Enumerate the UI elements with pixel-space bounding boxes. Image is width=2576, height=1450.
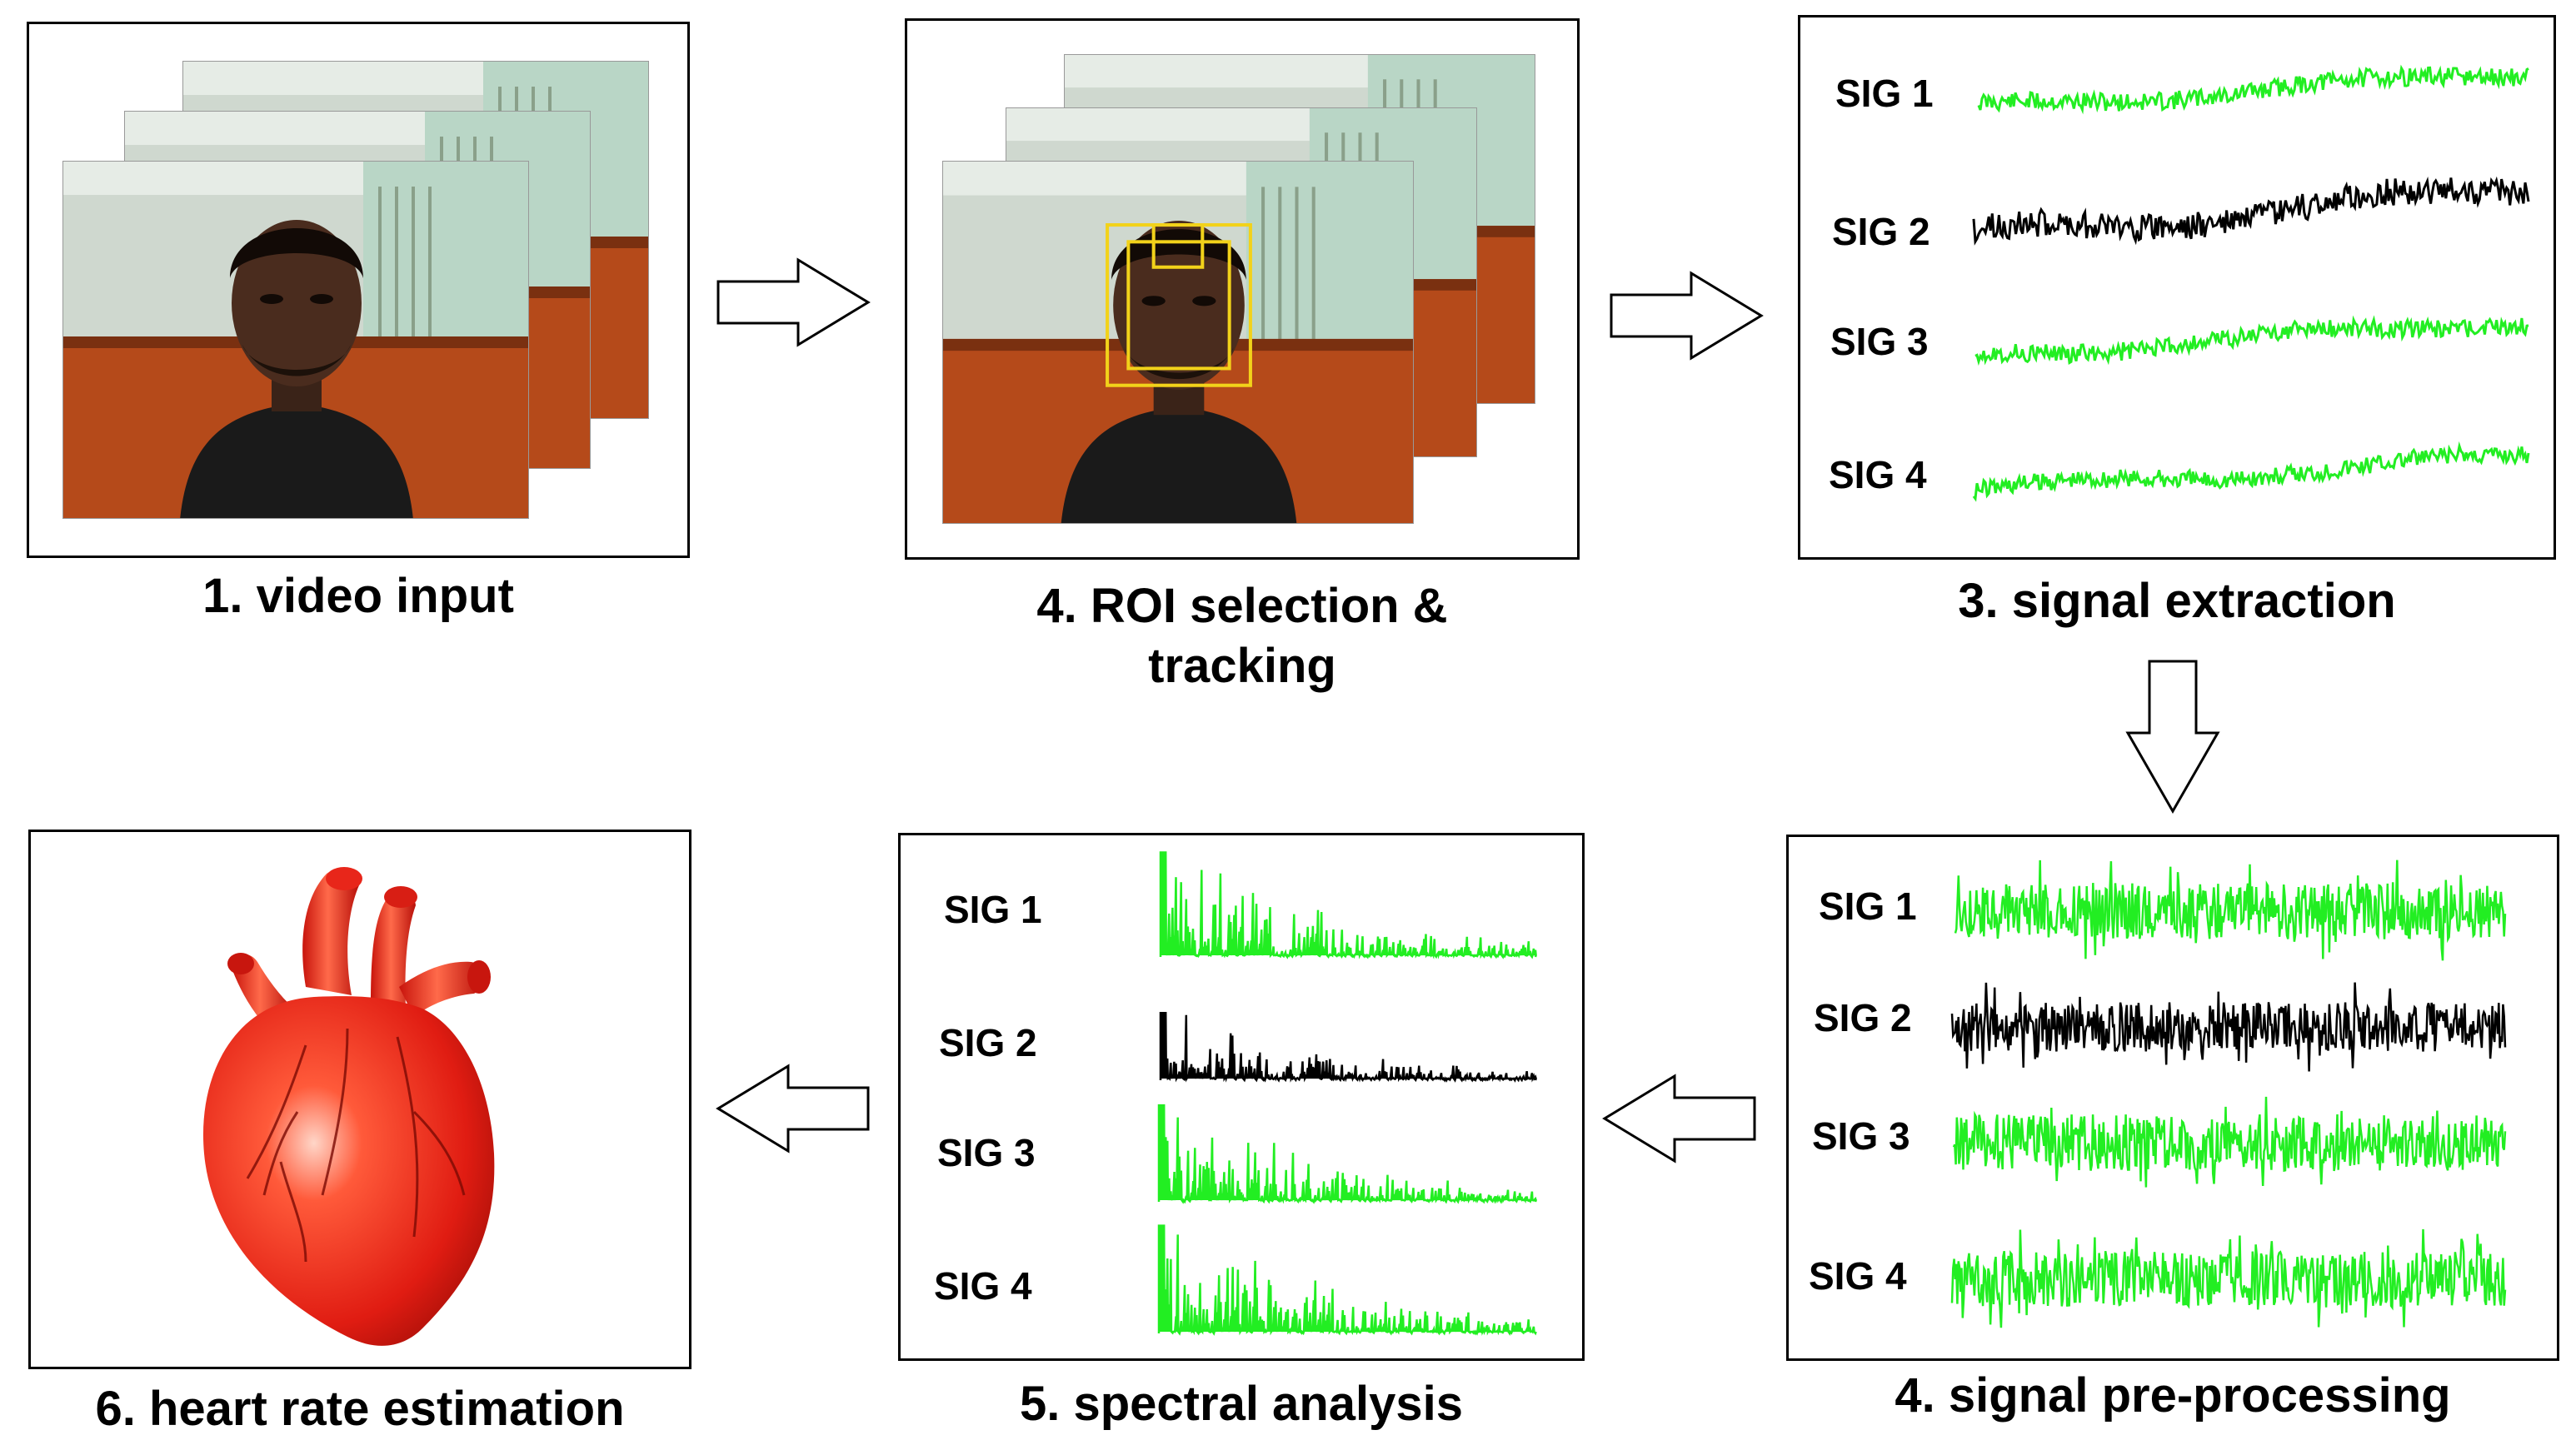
pre-sig1-trace [1954,860,2507,961]
extract-sig2-trace [1972,176,2530,246]
roi-caption-line1: 4. ROI selection & [1036,579,1448,633]
spectrum-line [1159,851,1537,959]
arrow-right-icon [716,257,871,347]
preprocessing-caption: 4. signal pre-processing [1895,1368,2451,1423]
arrow-down-icon [2125,660,2220,815]
spec-sig4-label: SIG 4 [934,1264,1032,1308]
spectral-analysis-panel: SIG 1 SIG 2 SIG 3 SIG 4 [898,833,1585,1361]
heart-rate-panel [28,830,691,1369]
spectrum-line [1159,1011,1537,1083]
extract-sig3-trace [1974,315,2529,366]
pre-sig3-trace [1952,1096,2507,1188]
filtered-signal-line [1950,982,2507,1072]
video-input-caption: 1. video input [202,569,514,623]
pre-sig4-label: SIG 4 [1809,1254,1907,1298]
spectrum-line [1157,1104,1537,1204]
roi-selection-caption: 4. ROI selection & tracking [905,576,1580,696]
extract-sig1-trace [1977,64,2529,115]
spec-sig2-label: SIG 2 [939,1021,1037,1064]
heart-organ-icon [202,867,495,1346]
roi-selection-panel [905,18,1580,560]
spectrum-line [1157,1224,1537,1336]
signal-extraction-caption: 3. signal extraction [1958,574,2396,628]
spectral-analysis-caption: 5. spectral analysis [1020,1377,1463,1431]
extract-sig3-label: SIG 3 [1830,320,1929,363]
preprocessing-panel: SIG 1 SIG 2 SIG 3 SIG 4 [1786,835,2559,1361]
filtered-signal-line [1954,860,2507,961]
spec-sig2-spectrum [1159,1011,1537,1083]
extract-sig1-label: SIG 1 [1835,72,1934,115]
spec-sig1-label: SIG 1 [944,888,1042,931]
extract-sig4-label: SIG 4 [1829,453,1927,496]
spec-sig3-label: SIG 3 [937,1131,1036,1174]
pre-sig2-label: SIG 2 [1814,996,1912,1039]
heart-rate-caption: 6. heart rate estimation [95,1382,625,1436]
signal-trace-line [1972,441,2530,502]
arrow-left-icon [1602,1074,1756,1163]
pre-sig2-trace [1950,982,2507,1072]
signal-trace-line [1977,64,2529,115]
video-frame-stack [29,24,687,556]
signal-trace-line [1972,176,2530,246]
video-frame-front [62,161,529,519]
roi-frame-front [942,161,1414,524]
spec-sig3-spectrum [1157,1104,1537,1204]
pre-sig4-trace [1950,1228,2507,1328]
arrow-right-icon [1610,271,1764,361]
pre-sig3-label: SIG 3 [1812,1114,1910,1158]
extract-sig4-trace [1972,441,2530,502]
spec-sig4-spectrum [1157,1224,1537,1336]
arrow-left-icon [716,1064,870,1154]
signal-extraction-panel: SIG 1 SIG 2 SIG 3 SIG 4 [1798,15,2556,560]
filtered-signal-line [1952,1096,2507,1188]
spec-sig1-spectrum [1159,851,1537,959]
extract-sig2-label: SIG 2 [1832,210,1930,253]
video-input-panel [27,22,690,558]
filtered-signal-line [1950,1228,2507,1328]
signal-trace-line [1974,315,2529,366]
roi-caption-line2: tracking [1148,639,1336,693]
pre-sig1-label: SIG 1 [1819,884,1917,928]
roi-frame-stack [907,21,1577,557]
